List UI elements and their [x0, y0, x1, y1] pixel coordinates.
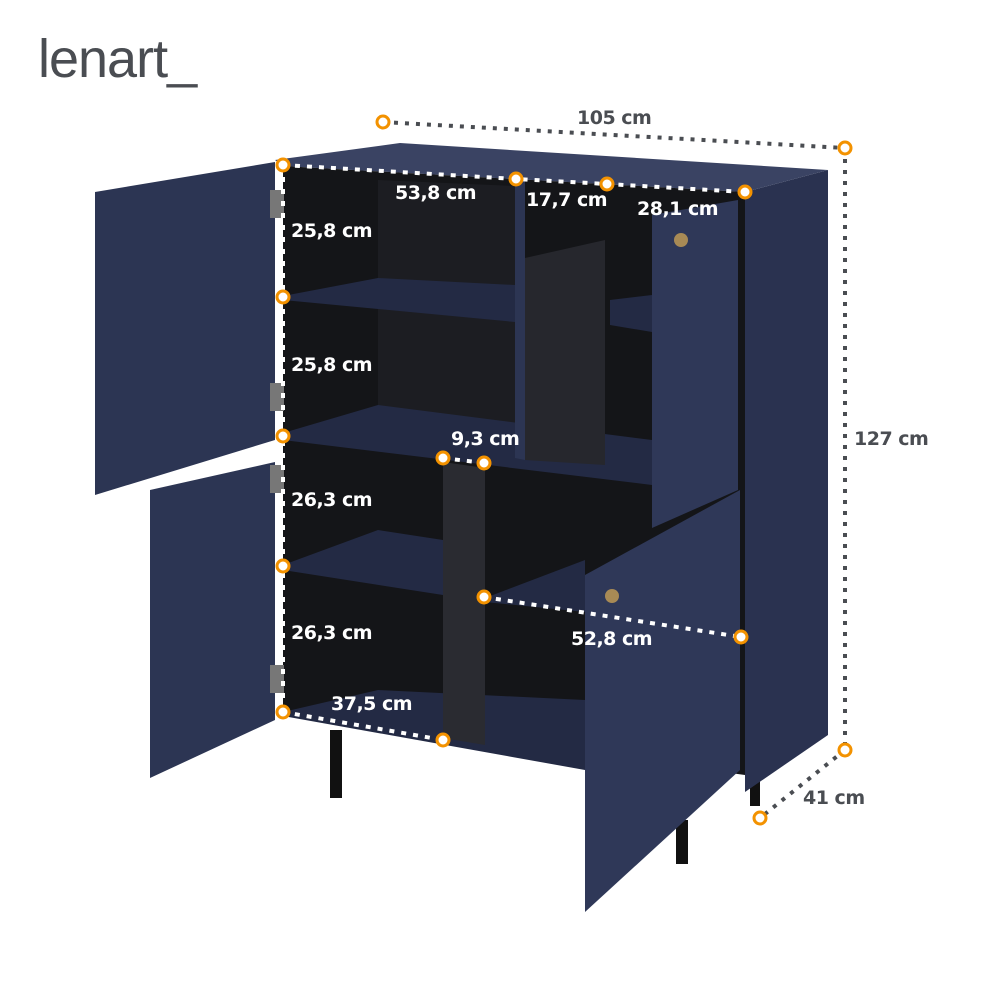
shelf [610, 295, 652, 332]
hinge [270, 190, 284, 218]
bottom-left-width-label: 37,5 cm [331, 693, 413, 715]
divider-gap-label: 9,3 cm [451, 428, 520, 450]
bottom-panel [283, 690, 585, 770]
upper-left-door [95, 162, 275, 495]
leg [750, 780, 760, 806]
dim-marker [837, 742, 853, 758]
leg [676, 820, 688, 864]
divider [443, 462, 485, 745]
top-left-width-label: 53,8 cm [395, 182, 477, 204]
overall-depth-label: 41 cm [803, 787, 865, 809]
shelf-height-3-label: 26,3 cm [291, 489, 373, 511]
bottom-right-dim-line [483, 595, 742, 639]
dim-marker [375, 114, 391, 130]
dim-marker [275, 558, 291, 574]
width-dim-line [382, 120, 846, 150]
top-right-width-label: 28,1 cm [637, 198, 719, 220]
shelf-height-1-label: 25,8 cm [291, 220, 373, 242]
shelf [283, 278, 515, 322]
dim-marker [275, 428, 291, 444]
dim-marker [837, 140, 853, 156]
depth-dim-line [758, 748, 847, 820]
shelf [283, 530, 443, 595]
bottom-right-width-label: 52,8 cm [571, 628, 653, 650]
dim-marker [275, 157, 291, 173]
door-knob [674, 233, 688, 247]
divider [515, 180, 525, 460]
dim-marker [435, 732, 451, 748]
bottom-left-dim-line [282, 710, 444, 742]
inner-drawer [525, 240, 605, 465]
lower-right-door [585, 490, 740, 912]
dim-marker [476, 455, 492, 471]
shelf [283, 405, 652, 485]
overall-height-label: 127 cm [854, 428, 929, 450]
leg [330, 730, 342, 798]
top-dim-line [282, 163, 746, 194]
hinge [270, 665, 284, 693]
dim-marker [275, 289, 291, 305]
dim-marker [737, 184, 753, 200]
shelf-height-4-label: 26,3 cm [291, 622, 373, 644]
top-middle-width-label: 17,7 cm [526, 189, 608, 211]
dim-marker [752, 810, 768, 826]
dim-marker [275, 704, 291, 720]
overall-width-label: 105 cm [577, 107, 652, 129]
upper-right-door [652, 200, 738, 528]
shelf-height-2-label: 25,8 cm [291, 354, 373, 376]
door-knob [605, 589, 619, 603]
dim-marker [476, 589, 492, 605]
dim-marker [733, 629, 749, 645]
cabinet-top [275, 143, 828, 192]
lower-left-door [150, 462, 275, 778]
brand-logo: lenart_ [38, 29, 197, 89]
hinge [270, 465, 284, 493]
hinge [270, 383, 284, 411]
shelf [485, 560, 585, 612]
dim-marker [435, 450, 451, 466]
dim-marker [599, 176, 615, 192]
side-panel [745, 170, 828, 792]
dim-marker [508, 171, 524, 187]
